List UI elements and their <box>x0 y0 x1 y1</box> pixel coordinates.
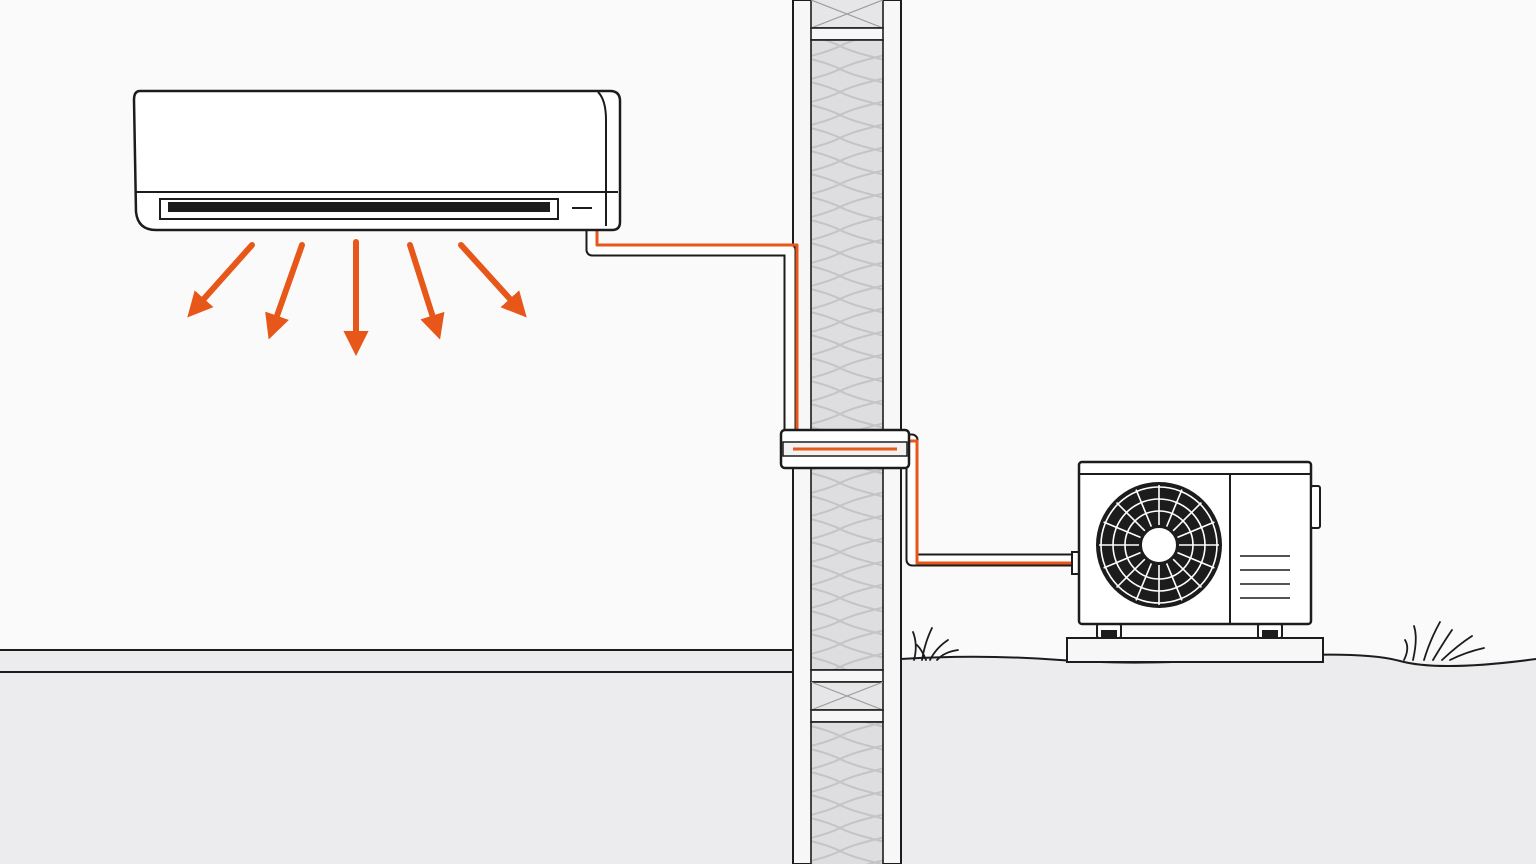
outdoor-unit-vent-lines <box>1240 555 1290 599</box>
outdoor-unit <box>1066 460 1324 663</box>
wall-stud-top <box>810 27 884 41</box>
airflow-arrow-1 <box>187 242 255 318</box>
room-floor <box>0 649 793 864</box>
wall-insulation-lower <box>810 721 884 864</box>
airflow-arrow-2 <box>265 242 305 340</box>
wall-penetration-sleeve <box>779 428 911 470</box>
outdoor-unit-fan-icon <box>1096 482 1222 608</box>
wall-insulation-upper <box>810 39 884 671</box>
indoor-unit <box>132 89 622 232</box>
airflow-arrow-5 <box>458 242 527 318</box>
grass-tuft-left <box>912 627 959 661</box>
airflow-arrow-4 <box>407 242 445 340</box>
wall-stud-lower <box>810 709 884 723</box>
outdoor-ground <box>900 653 1536 864</box>
grass-tuft-right <box>1403 621 1485 661</box>
airflow-arrows <box>187 239 527 357</box>
outdoor-unit-base-pad <box>1066 637 1324 663</box>
wall-stud-middle <box>810 669 884 683</box>
